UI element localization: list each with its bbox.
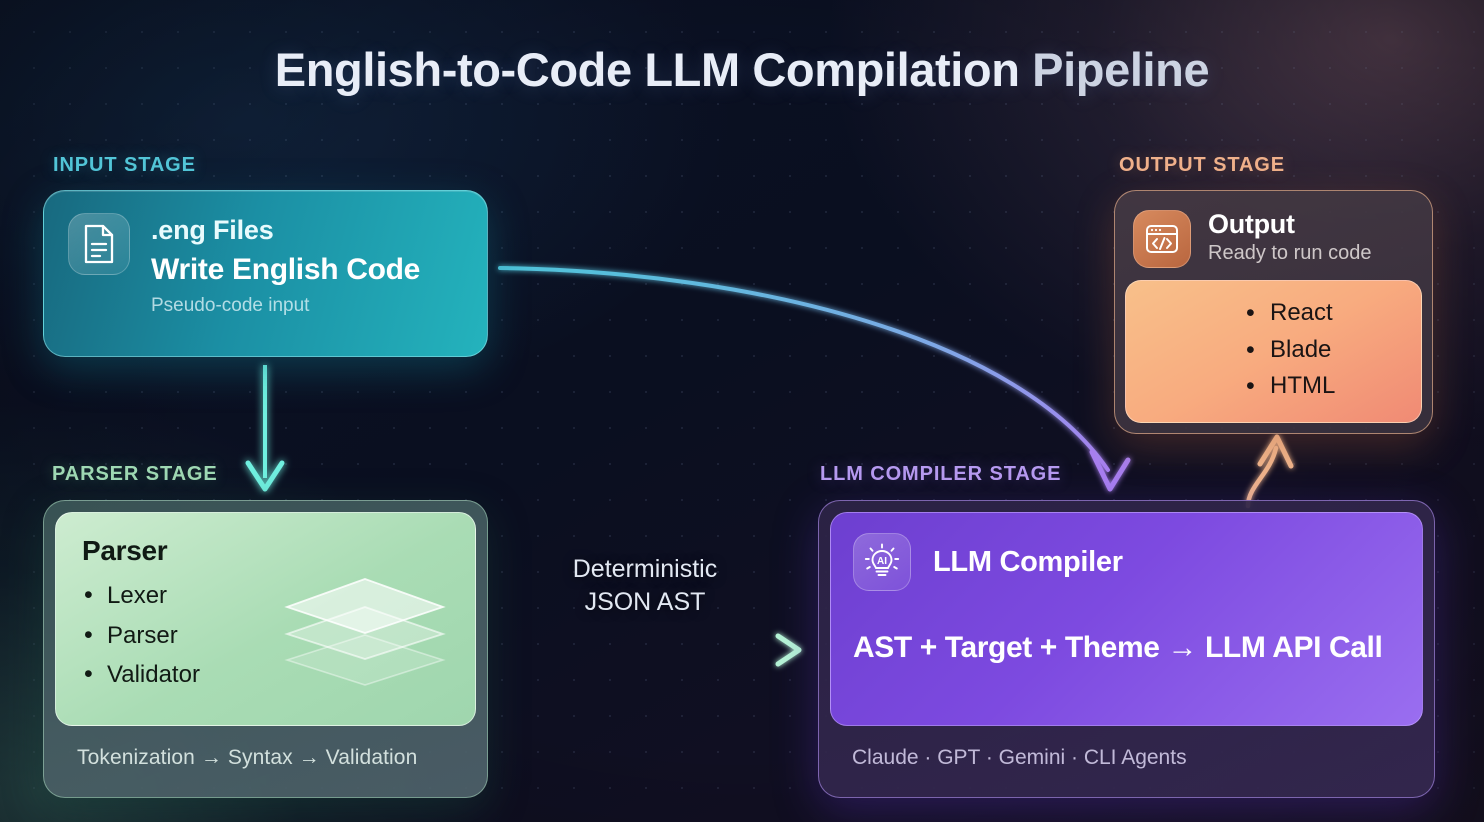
- connector-label-line2: JSON AST: [584, 588, 706, 617]
- list-item: Parser: [82, 615, 449, 656]
- svg-text:AI: AI: [877, 556, 887, 567]
- parser-item-list: Lexer Parser Validator: [82, 575, 449, 695]
- stage-label-output: OUTPUT STAGE: [1119, 154, 1285, 176]
- llm-footer-models: Claude · GPT · Gemini · CLI Agents: [852, 746, 1187, 769]
- llm-title: LLM Compiler: [933, 545, 1123, 578]
- list-item: Lexer: [82, 575, 449, 616]
- output-header: Output Ready to run code: [1125, 201, 1422, 280]
- input-headline: Write English Code: [151, 252, 421, 286]
- stacked-layers-icon: [284, 578, 446, 686]
- llm-header: AI LLM Compiler: [853, 533, 1400, 591]
- output-targets-panel: React Blade HTML: [1125, 280, 1422, 423]
- code-window-icon: [1133, 209, 1191, 268]
- card-parser-stage[interactable]: Parser Lexer Parser Validator Tokenizati…: [43, 500, 488, 798]
- page-title-tail: Pipeline: [1019, 43, 1210, 96]
- document-icon: [68, 213, 130, 275]
- input-subtitle: Pseudo-code input: [151, 294, 310, 316]
- card-output-stage[interactable]: Output Ready to run code React Blade HTM…: [1114, 190, 1433, 434]
- list-item: Validator: [82, 654, 449, 695]
- card-input-stage[interactable]: .eng Files Write English Code Pseudo-cod…: [43, 190, 488, 357]
- output-target-list: React Blade HTML: [1126, 294, 1421, 405]
- parser-footer-pipeline: Tokenization → Syntax → Validation: [77, 746, 418, 769]
- page-title-lead: English-to-Code LLM Compilation: [274, 43, 1020, 96]
- list-item: HTML: [1246, 367, 1421, 405]
- stage-label-parser: PARSER STAGE: [52, 463, 218, 485]
- card-llm-compiler-stage[interactable]: AI LLM Compiler AST + Target + Theme → L…: [818, 500, 1435, 798]
- llm-inner-panel: AI LLM Compiler AST + Target + Theme → L…: [830, 512, 1423, 726]
- output-title: Output: [1208, 209, 1295, 239]
- stage-label-llm-compiler: LLM COMPILER STAGE: [820, 463, 1062, 485]
- parser-heading: Parser: [82, 535, 168, 566]
- list-item: React: [1246, 294, 1421, 332]
- parser-inner-panel: Parser Lexer Parser Validator: [55, 512, 476, 726]
- ai-lightbulb-icon: AI: [853, 533, 911, 591]
- input-file-type: .eng Files: [151, 215, 274, 245]
- list-item: Blade: [1246, 331, 1421, 369]
- llm-formula: AST + Target + Theme → LLM API Call: [853, 631, 1383, 664]
- connector-label-json-ast: Deterministic JSON AST: [520, 553, 770, 620]
- output-subtitle: Ready to run code: [1208, 242, 1372, 265]
- connector-label-line1: Deterministic: [572, 555, 718, 583]
- page-title: English-to-Code LLM Compilation Pipeline: [0, 42, 1484, 97]
- stage-label-input: INPUT STAGE: [53, 154, 196, 176]
